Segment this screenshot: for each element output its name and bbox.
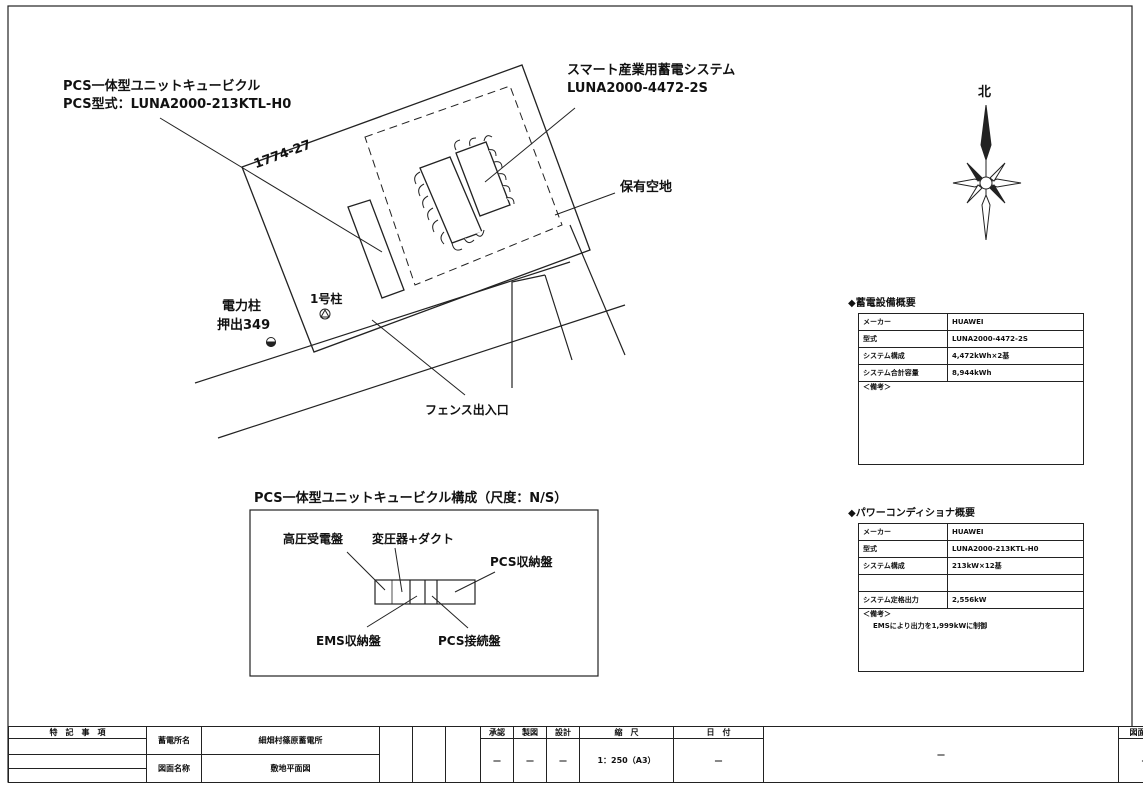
pcs-summary-title: ◆パワーコンディショナ概要 [848,508,975,519]
design-header: 設計 [546,726,580,739]
station-name: 細畑村篠原蓄電所 [201,726,380,755]
drawing-no-value: — [1118,738,1143,783]
design-value: — [546,738,580,783]
ems-storage-label: EMS収納盤 [316,634,381,648]
pcs-unit-title: PCS一体型ユニットキュービクル [63,79,261,94]
leader-lines [159,107,616,396]
title-block: 特 記 事 項 蓄電所名 細畑村篠原蓄電所 承認 製図 設計 縮 尺 日 付 —… [8,726,1143,783]
battery-fans [414,135,515,251]
site-boundary [241,64,591,353]
utility-pole-id: 押出349 [217,318,271,333]
road-lines [194,224,626,439]
special-notes-header: 特 記 事 項 [8,726,147,739]
pole-no1-label: 1号柱 [310,292,343,306]
battery-model: LUNA2000-4472-2S [567,81,708,96]
battery-title: スマート産業用蓄電システム [567,63,736,78]
date-header: 日 付 [673,726,764,739]
cubicle-detail-sections [374,579,476,605]
transformer-label: 変圧器+ダクト [372,532,455,546]
note-label: ＜備考＞ [863,610,891,618]
note-row: ＜備考＞ EMSにより出力を1,999kWに制御 [858,608,1084,672]
hv-panel-label: 高圧受電盤 [283,532,344,546]
pcs-cubicle [347,199,405,299]
cubicle-detail-leaders [346,547,496,629]
drafting-header: 製図 [513,726,547,739]
utility-pole-label: 電力柱 [222,299,262,314]
reserved-space-outline [364,85,563,286]
north-compass-icon [952,104,1022,241]
table-row [858,574,1084,592]
north-label: 北 [978,85,992,100]
drafting-value: — [513,738,547,783]
station-label: 蓄電所名 [146,726,202,755]
approval-value: — [480,738,514,783]
scale-header: 縮 尺 [579,726,674,739]
center-value: — [763,726,1119,783]
cubicle-detail-title: PCS一体型ユニットキュービクル構成（尺度：N/S） [254,491,568,506]
note-row: ＜備考＞ [858,381,1084,465]
fence-entrance-label: フェンス出入口 [425,403,509,417]
date-value: — [673,738,764,783]
cubicle-detail-frame [249,509,599,677]
reserved-space-label: 保有空地 [620,180,673,195]
pcs-connection-label: PCS接続盤 [438,634,501,648]
drawing-name: 敷地平面図 [201,754,380,783]
storage-summary-title: ◆蓄電設備概要 [848,298,916,309]
drawing-no-header: 図面番号 [1118,726,1143,739]
battery-containers [419,141,511,244]
pole-symbols [265,308,331,347]
approval-header: 承認 [480,726,514,739]
drawing-label: 図面名称 [146,754,202,783]
pcs-storage-label: PCS収納盤 [490,555,553,569]
note-text: EMSにより出力を1,999kWに制御 [873,622,988,630]
scale-value: 1：250（A3） [579,738,674,783]
pcs-model: PCS型式：LUNA2000-213KTL-H0 [63,97,292,112]
